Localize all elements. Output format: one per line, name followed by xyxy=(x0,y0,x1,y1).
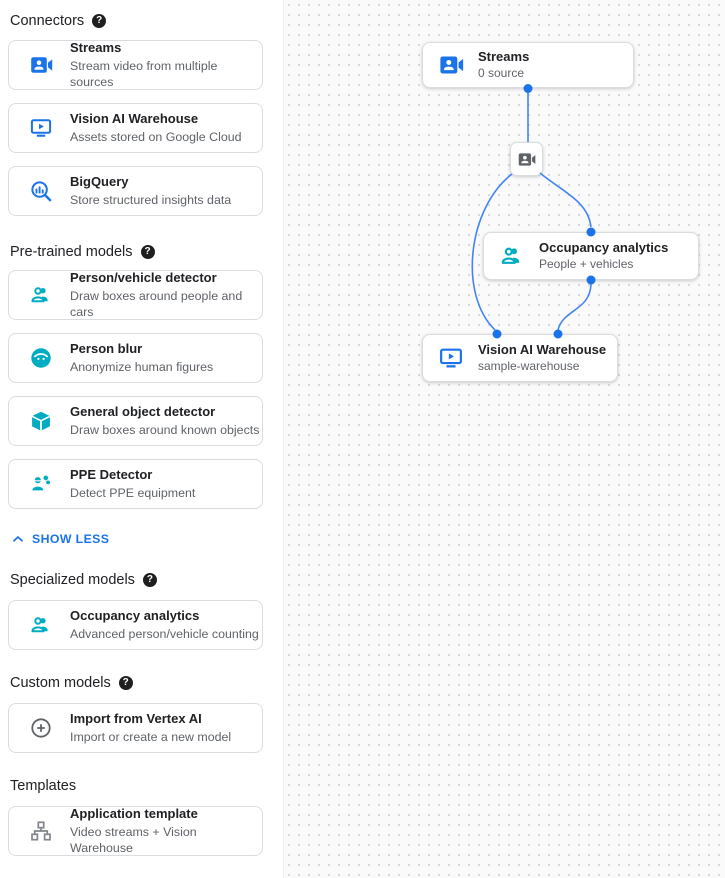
help-icon[interactable]: ? xyxy=(92,14,107,28)
card-title: Person/vehicle detector xyxy=(70,270,217,286)
tree-icon xyxy=(29,819,53,843)
card-title: Import from Vertex AI xyxy=(70,711,202,727)
model-card-person-vehicle-detector[interactable]: Person/vehicle detector Draw boxes aroun… xyxy=(8,270,263,320)
video-camera-icon xyxy=(29,53,53,77)
component-sidebar: Connectors ? Streams Stream video from m… xyxy=(0,0,283,878)
video-camera-icon xyxy=(438,52,464,78)
chevron-up-icon xyxy=(13,536,23,542)
card-subtitle: Anonymize human figures xyxy=(70,359,214,374)
cube-icon xyxy=(29,409,53,433)
graph-node-vision-ai-warehouse[interactable]: Vision AI Warehouse sample-warehouse xyxy=(422,334,618,382)
section-title: Custom models xyxy=(10,675,111,691)
graph-node-occupancy-analytics[interactable]: Occupancy analytics People + vehicles xyxy=(483,232,699,280)
section-header-connectors: Connectors ? xyxy=(10,12,283,30)
worker-gear-icon xyxy=(29,472,53,496)
card-subtitle: Advanced person/vehicle counting xyxy=(70,626,259,641)
model-card-general-object-detector[interactable]: General object detector Draw boxes aroun… xyxy=(8,396,263,446)
people-icon xyxy=(29,613,53,637)
graph-edges xyxy=(471,84,596,339)
card-title: Occupancy analytics xyxy=(70,608,200,624)
card-application-template[interactable]: Application template Video streams + Vis… xyxy=(8,806,263,856)
help-icon[interactable]: ? xyxy=(140,245,155,259)
section-header-pretrained-models: Pre-trained models ? xyxy=(10,243,283,261)
connector-card-vision-ai-warehouse[interactable]: Vision AI Warehouse Assets stored on Goo… xyxy=(8,103,263,153)
section-title: Specialized models xyxy=(10,572,135,588)
help-icon[interactable]: ? xyxy=(118,676,133,690)
connector-card-bigquery[interactable]: BigQuery Store structured insights data xyxy=(8,166,263,216)
node-subtitle: People + vehicles xyxy=(539,256,634,271)
section-title: Connectors xyxy=(10,13,85,29)
people-icon xyxy=(499,243,525,269)
card-subtitle: Import or create a new model xyxy=(70,729,232,744)
face-icon xyxy=(29,346,53,370)
section-title: Pre-trained models xyxy=(10,244,133,260)
show-less-link[interactable]: SHOW LESS xyxy=(10,531,283,547)
node-title: Streams xyxy=(478,48,530,64)
add-circle-icon xyxy=(29,716,53,740)
card-subtitle: Draw boxes around people and cars xyxy=(70,288,243,319)
bigquery-search-icon xyxy=(29,179,53,203)
connector-card-streams[interactable]: Streams Stream video from multiple sourc… xyxy=(8,40,263,90)
card-subtitle: Detect PPE equipment xyxy=(70,485,196,500)
node-title: Occupancy analytics xyxy=(539,239,669,255)
card-title: BigQuery xyxy=(70,174,129,190)
card-title: Application template xyxy=(70,806,198,822)
video-camera-icon xyxy=(518,152,536,166)
section-header-specialized-models: Specialized models ? xyxy=(10,571,283,589)
monitor-play-icon xyxy=(438,345,464,371)
card-title: PPE Detector xyxy=(70,467,153,483)
card-title: Streams xyxy=(70,40,122,56)
card-title: Vision AI Warehouse xyxy=(70,111,199,127)
section-title: Templates xyxy=(10,778,77,794)
graph-node-stream-source[interactable] xyxy=(510,142,543,176)
help-icon[interactable]: ? xyxy=(142,573,157,587)
monitor-play-icon xyxy=(29,116,53,140)
card-subtitle: Assets stored on Google Cloud xyxy=(70,129,242,144)
node-subtitle: sample-warehouse xyxy=(478,358,580,373)
section-header-custom-models: Custom models ? xyxy=(10,674,283,692)
model-card-occupancy-analytics[interactable]: Occupancy analytics Advanced person/vehi… xyxy=(8,600,263,650)
show-less-label: SHOW LESS xyxy=(32,532,110,546)
people-icon xyxy=(29,283,53,307)
graph-canvas[interactable]: Streams 0 source Occupancy analytics Peo… xyxy=(283,0,725,878)
card-subtitle: Draw boxes around known objects xyxy=(70,422,260,437)
card-import-from-vertex-ai[interactable]: Import from Vertex AI Import or create a… xyxy=(8,703,263,753)
model-card-ppe-detector[interactable]: PPE Detector Detect PPE equipment xyxy=(8,459,263,509)
card-subtitle: Stream video from multiple sources xyxy=(70,58,218,89)
graph-node-streams[interactable]: Streams 0 source xyxy=(422,42,634,88)
node-title: Vision AI Warehouse xyxy=(478,341,607,357)
card-title: Person blur xyxy=(70,341,143,357)
card-subtitle: Store structured insights data xyxy=(70,192,232,207)
card-subtitle: Video streams + Vision Warehouse xyxy=(70,824,197,855)
section-header-templates: Templates xyxy=(10,777,283,795)
edge-source-to-occupancy xyxy=(539,172,592,228)
model-card-person-blur[interactable]: Person blur Anonymize human figures xyxy=(8,333,263,383)
edge-occupancy-to-warehouse xyxy=(557,283,592,331)
card-title: General object detector xyxy=(70,404,216,420)
node-subtitle: 0 source xyxy=(478,65,525,80)
